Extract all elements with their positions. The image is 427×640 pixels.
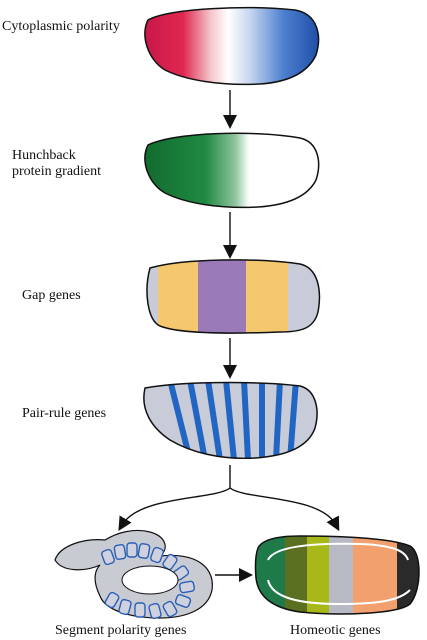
arrow-branch-right xyxy=(229,487,340,532)
label-hunchback-line2: protein gradient xyxy=(12,164,102,179)
pair-rule-embryo-stripes xyxy=(143,382,318,459)
gap-genes-embryo-bands xyxy=(147,259,320,334)
homeotic-embryo-bands xyxy=(255,536,419,614)
homeotic-embryo xyxy=(254,535,420,615)
label-cytoplasmic-polarity: Cytoplasmic polarity xyxy=(2,19,120,34)
hunchback-embryo xyxy=(144,132,320,209)
label-pair-rule-genes: Pair-rule genes xyxy=(22,406,107,421)
gap-genes-embryo xyxy=(146,259,321,334)
pair-rule-embryo xyxy=(143,381,318,460)
arrow-branch-left xyxy=(118,487,231,531)
label-homeotic-genes: Homeotic genes xyxy=(290,623,381,638)
segment-polarity-embryo xyxy=(54,529,213,620)
label-gap-genes: Gap genes xyxy=(22,288,81,303)
label-segment-polarity-genes: Segment polarity genes xyxy=(55,623,187,638)
cytoplasmic-polarity-embryo xyxy=(144,6,320,86)
label-hunchback-line1: Hunchback xyxy=(12,148,76,163)
